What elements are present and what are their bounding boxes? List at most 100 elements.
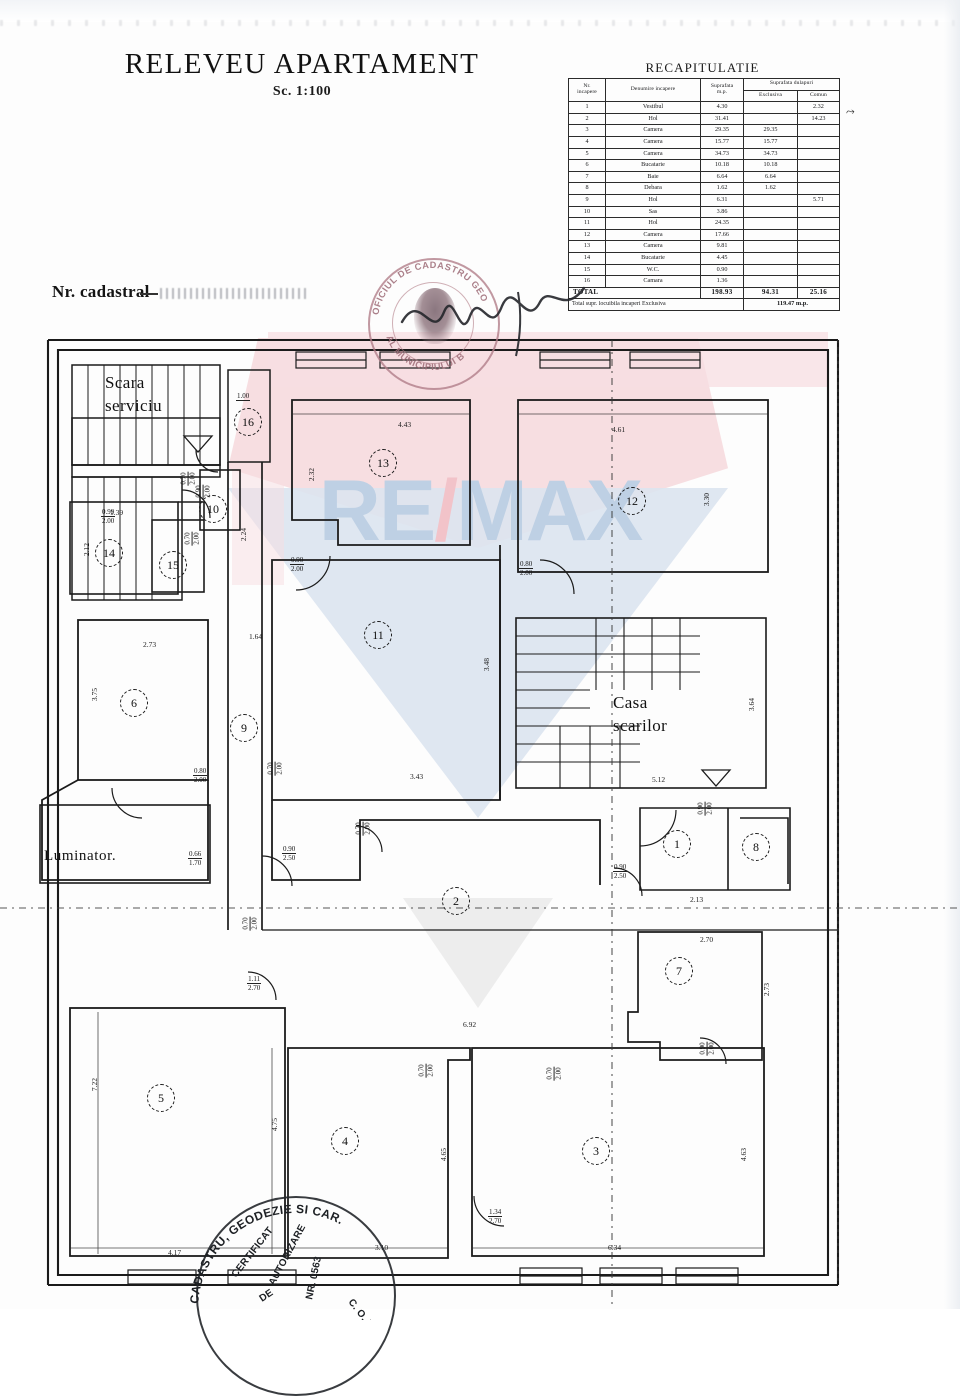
room-marker-4: 4 xyxy=(331,1127,359,1155)
recap-grand-value: 119.47 m.p. xyxy=(743,298,840,311)
recap-cell-comun xyxy=(796,147,841,161)
room-marker-7: 7 xyxy=(665,957,693,985)
recap-cell-comun xyxy=(796,124,841,137)
cadastre-office-stamp xyxy=(368,258,500,390)
recap-cell-suprafata: 1.62 xyxy=(700,182,744,195)
recap-cell-nr: 12 xyxy=(568,228,606,242)
room-marker-5: 5 xyxy=(147,1084,175,1112)
wall-dimension-18: 6.92 xyxy=(463,1020,477,1029)
room-marker-10: 10 xyxy=(199,495,227,523)
wall-dimension-21: 4.65 xyxy=(439,1147,449,1162)
recap-cell-comun xyxy=(796,170,841,184)
recap-cell-suprafata: 3.86 xyxy=(700,205,744,219)
recap-cell-denumire: Camera xyxy=(605,135,701,149)
wall-dimension-1: 4.61 xyxy=(612,425,626,434)
room-marker-13: 13 xyxy=(369,449,397,477)
recap-cell-exclusiva xyxy=(743,205,798,219)
recap-cell-exclusiva xyxy=(743,101,798,114)
header-grup: Suprafata dulapuri xyxy=(743,78,840,91)
recap-cell-suprafata: 24.35 xyxy=(700,217,744,230)
recap-cell-nr: 9 xyxy=(568,193,606,207)
recap-cell-suprafata: 6.64 xyxy=(700,170,744,184)
wall-dimension-15: 2.13 xyxy=(690,895,704,904)
wall-dimension-14: 3.64 xyxy=(747,697,757,712)
wall-dimension-17: 2.73 xyxy=(762,982,772,997)
door-dimension-0: 1.00 xyxy=(236,392,251,402)
room-marker-2: 2 xyxy=(442,887,470,915)
recap-cell-denumire: Camara xyxy=(605,275,701,288)
recap-cell-denumire: Hol xyxy=(605,217,701,230)
recap-cell-denumire: Sas xyxy=(605,205,701,219)
recap-total-comun: 25.16 xyxy=(796,286,841,300)
recap-cell-denumire: Hol xyxy=(605,193,701,207)
recap-cell-suprafata: 15.77 xyxy=(700,135,744,149)
header-comun: Comun xyxy=(796,89,841,103)
recap-cell-exclusiva xyxy=(743,251,798,265)
wall-dimension-13: 5.12 xyxy=(652,775,666,784)
wall-dimension-16: 2.70 xyxy=(700,935,714,944)
recap-cell-suprafata: 31.41 xyxy=(700,112,744,126)
recap-cell-comun xyxy=(796,182,841,195)
official-signature xyxy=(400,286,586,357)
recap-cell-suprafata: 4.45 xyxy=(700,251,744,265)
recap-cell-nr: 8 xyxy=(568,182,606,195)
wall-dimension-10: 3.75 xyxy=(90,687,100,702)
recap-cell-denumire: Camera xyxy=(605,228,701,242)
recap-cell-exclusiva xyxy=(743,228,798,242)
lightwell-label: Luminator. xyxy=(44,848,117,864)
cadastral-number-label: Nr. cadastral xyxy=(52,282,150,301)
recap-cell-exclusiva xyxy=(743,217,798,230)
recap-grand-total-row: Total supr. locuibila incaperi Exclusiva… xyxy=(568,298,840,311)
floor-plan-svg xyxy=(0,338,960,1309)
recap-cell-exclusiva xyxy=(743,112,798,126)
recap-cell-suprafata: 1.36 xyxy=(700,275,744,288)
recap-table-title: RECAPITULATIE xyxy=(645,60,760,75)
recap-cell-comun: 2.32 xyxy=(796,101,841,114)
recap-cell-exclusiva xyxy=(743,240,798,253)
scan-right-shadow xyxy=(944,0,960,1309)
cadastre-office-stamp-inner-ring xyxy=(392,282,474,364)
recap-cell-comun xyxy=(796,240,841,253)
recap-cell-nr: 4 xyxy=(568,135,606,149)
room-marker-6: 6 xyxy=(120,689,148,717)
authorization-line-2: DE xyxy=(258,1287,276,1304)
wall-dimension-12: 3.43 xyxy=(410,772,424,781)
scan-noise-line xyxy=(0,20,960,26)
recap-cell-denumire: W.C. xyxy=(605,263,701,277)
wall-dimension-0: 4.43 xyxy=(398,420,412,429)
wall-dimension-5: 1.39 xyxy=(110,508,124,517)
recap-cell-comun xyxy=(796,228,841,242)
cadastral-dash xyxy=(140,293,158,295)
recap-cell-exclusiva xyxy=(743,263,798,277)
recap-cell-suprafata: 9.81 xyxy=(700,240,744,253)
header-nr: Nr.incapere xyxy=(568,77,606,103)
recap-cell-denumire: Debara xyxy=(605,182,701,195)
recap-cell-denumire: Hol xyxy=(605,112,701,126)
recap-cell-exclusiva: 15.77 xyxy=(743,135,798,149)
cadastral-number-redacted xyxy=(160,288,310,299)
room-marker-12: 12 xyxy=(618,487,646,515)
